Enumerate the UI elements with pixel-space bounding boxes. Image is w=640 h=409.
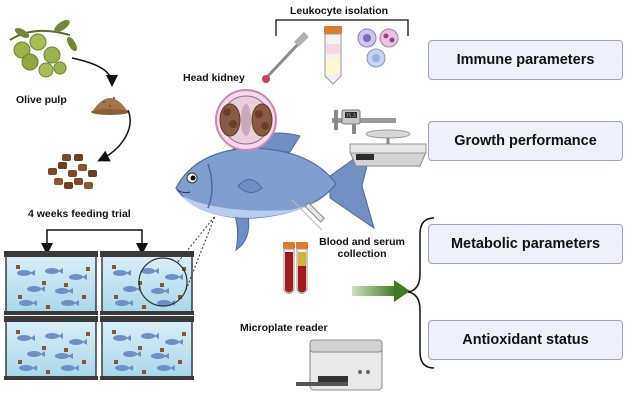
olive-branch-icon	[9, 19, 78, 78]
small-fish-icon	[19, 300, 33, 306]
box-growth-performance: Growth performance	[428, 121, 623, 161]
label-feeding-trial: 4 weeks feeding trial	[28, 208, 131, 220]
small-fish-icon	[115, 300, 129, 306]
small-fish-icon	[113, 270, 127, 276]
small-fish-icon	[19, 365, 33, 371]
arrow-olive-to-pulp	[71, 57, 118, 87]
aquarium-tank	[4, 316, 98, 380]
small-fish-icon	[55, 353, 69, 359]
small-fish-icon	[55, 288, 69, 294]
label-blood-serum-line2: collection	[337, 248, 387, 260]
small-fish-icon	[69, 274, 83, 280]
label-leukocyte-isolation: Leukocyte isolation	[290, 5, 389, 17]
label-blood-serum-line1: Blood and serum	[319, 236, 405, 248]
feeding-bracket	[41, 229, 148, 255]
aquarium-tanks	[4, 251, 194, 380]
box-metabolic-parameters: Metabolic parameters	[428, 224, 623, 264]
aquarium-tank	[4, 251, 98, 315]
blood-tubes-icon	[283, 242, 308, 294]
caliper-readout: 75.5	[346, 113, 356, 118]
aquarium-tank	[100, 316, 194, 380]
small-fish-icon	[151, 288, 165, 294]
feed-pellets-icon	[48, 154, 97, 189]
label-microplate-reader: Microplate reader	[240, 322, 328, 334]
label-blood-serum: Blood and serum collection	[306, 236, 418, 260]
label-head-kidney: Head kidney	[183, 72, 245, 84]
aquarium-tank	[100, 251, 194, 315]
small-fish-icon	[141, 333, 155, 339]
pipette-icon	[262, 31, 309, 83]
magnifier-lens	[138, 215, 216, 307]
small-fish-icon	[17, 270, 31, 276]
fish-icon	[175, 132, 375, 252]
small-fish-icon	[27, 286, 41, 292]
small-fish-icon	[45, 268, 59, 274]
small-fish-icon	[165, 274, 179, 280]
small-fish-icon	[141, 268, 155, 274]
leukocyte-bracket	[275, 19, 409, 36]
green-arrow-icon	[352, 280, 410, 302]
small-fish-icon	[123, 351, 137, 357]
arrow-pulp-to-pellets	[97, 109, 131, 162]
leukocyte-cells-icon	[357, 28, 399, 68]
small-fish-icon	[61, 300, 75, 306]
small-fish-icon	[61, 365, 75, 371]
small-fish-icon	[45, 333, 59, 339]
olive-pulp-pile-icon	[91, 97, 129, 115]
right-curly-brace	[407, 217, 435, 369]
small-fish-icon	[17, 335, 31, 341]
small-fish-icon	[113, 335, 127, 341]
label-olive-pulp: Olive pulp	[16, 94, 67, 106]
syringe-icon	[291, 199, 325, 231]
small-fish-icon	[69, 339, 83, 345]
microplate-reader-icon	[296, 339, 383, 391]
box-antioxidant-status: Antioxidant status	[428, 320, 623, 360]
small-fish-icon	[165, 339, 179, 345]
small-fish-icon	[123, 286, 137, 292]
conical-tube-icon	[324, 26, 342, 85]
small-fish-icon	[157, 300, 171, 306]
weighing-scale-icon	[349, 129, 427, 167]
small-fish-icon	[27, 351, 41, 357]
small-fish-icon	[151, 353, 165, 359]
caliper-icon	[332, 109, 396, 134]
head-kidney-zoom	[215, 89, 277, 151]
box-immune-parameters: Immune parameters	[428, 40, 623, 80]
small-fish-icon	[115, 365, 129, 371]
small-fish-icon	[157, 365, 171, 371]
